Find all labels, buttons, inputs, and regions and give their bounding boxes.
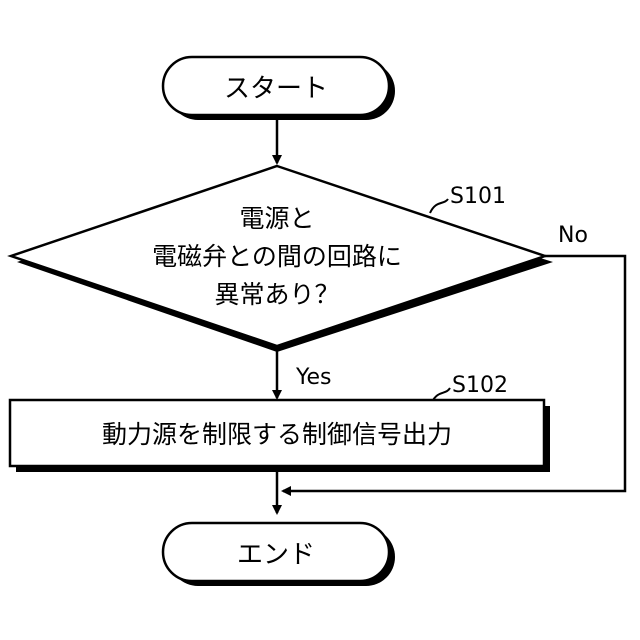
decision-line-1: 電源と [239, 204, 314, 233]
no-label: No [558, 223, 588, 248]
s101-step-id: S101 [450, 184, 506, 209]
process-label: 動力源を制限する制御信号出力 [102, 420, 452, 449]
end-label: エンド [237, 540, 315, 570]
s102-step-id: S102 [452, 373, 508, 398]
decision-line-2: 電磁弁との間の回路に [152, 242, 402, 271]
yes-label: Yes [295, 365, 332, 390]
s101-leader-line [430, 199, 448, 213]
decision-line-3: 異常あり？ [214, 280, 339, 309]
start-label: スタート [224, 74, 328, 104]
